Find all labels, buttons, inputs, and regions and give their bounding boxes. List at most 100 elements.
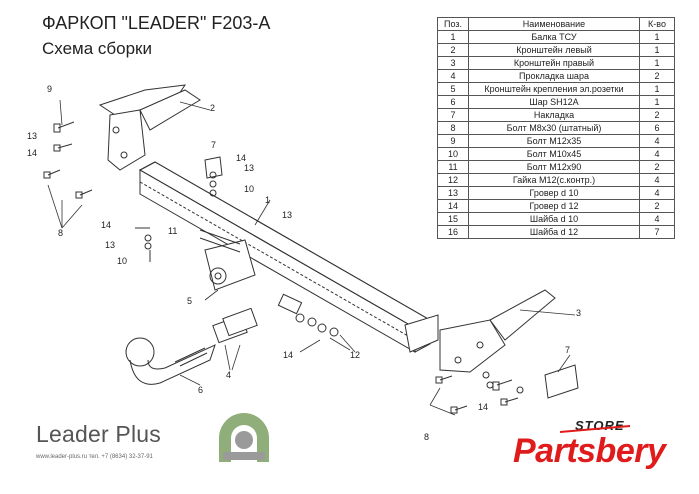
callout-14-bottom: 14 <box>283 350 294 360</box>
callout-1: 1 <box>265 195 271 205</box>
part-name: Болт М8х30 (штатный) <box>468 121 640 135</box>
callout-14-right: 14 <box>478 402 489 412</box>
cover-plate-left <box>204 156 223 179</box>
part-position: 16 <box>437 225 469 239</box>
page-title: ФАРКОП "LEADER" F203-A <box>42 13 271 33</box>
part-name: Шар SH12A <box>468 95 640 109</box>
part-name: Балка ТСУ <box>468 30 640 44</box>
part-quantity: 6 <box>639 121 675 135</box>
part-name: Прокладка шара <box>468 69 640 83</box>
part-position: 2 <box>437 43 469 57</box>
part-quantity: 4 <box>639 134 675 148</box>
part-name: Гайка М12(с.контр.) <box>468 173 640 187</box>
bolts-right <box>435 371 524 414</box>
part-name: Болт М12х35 <box>468 134 640 148</box>
part-quantity: 4 <box>639 186 675 200</box>
callout-5: 5 <box>187 296 193 306</box>
part-quantity: 4 <box>639 173 675 187</box>
callout-14-mid: 14 <box>101 220 112 230</box>
callout-11: 11 <box>168 226 178 236</box>
callout-13-left: 13 <box>27 131 38 141</box>
cover-plate-right <box>544 364 579 399</box>
part-name: Накладка <box>468 108 640 122</box>
part-position: 6 <box>437 95 469 109</box>
part-position: 10 <box>437 147 469 161</box>
store-name: Partsbery <box>513 432 666 470</box>
part-quantity: 1 <box>639 82 675 96</box>
tow-beam <box>138 161 432 353</box>
part-name: Болт М10х45 <box>468 147 640 161</box>
part-name: Шайба d 12 <box>468 225 640 239</box>
part-quantity: 2 <box>639 108 675 122</box>
ball-spacer-plates <box>212 307 258 344</box>
part-position: 8 <box>437 121 469 135</box>
store-underline-icon <box>560 425 630 433</box>
callout-10-top: 10 <box>244 184 255 194</box>
col-qty-header: К-во <box>639 17 675 31</box>
bolts-left <box>43 121 241 262</box>
right-bracket <box>404 289 556 373</box>
nuts-group <box>277 293 339 337</box>
part-name: Кронштейн крепления эл.розетки <box>468 82 640 96</box>
callout-13-center: 13 <box>282 210 293 220</box>
part-quantity: 1 <box>639 95 675 109</box>
part-position: 3 <box>437 56 469 70</box>
part-name: Болт М12х90 <box>468 160 640 174</box>
part-quantity: 4 <box>639 147 675 161</box>
part-position: 1 <box>437 30 469 44</box>
callout-3: 3 <box>576 308 582 318</box>
brand-contact: www.leader-plus.ru тел. +7 (8634) 32-37-… <box>36 454 153 460</box>
part-name: Кронштейн правый <box>468 56 640 70</box>
callout-7-right: 7 <box>565 345 571 355</box>
part-position: 14 <box>437 199 469 213</box>
part-name: Шайба d 10 <box>468 212 640 226</box>
callout-14-top: 14 <box>236 153 247 163</box>
callout-4: 4 <box>226 370 232 380</box>
part-position: 4 <box>437 69 469 83</box>
part-quantity: 2 <box>639 160 675 174</box>
part-quantity: 2 <box>639 199 675 213</box>
col-name-header: Наименование <box>468 17 640 31</box>
part-name: Гровер d 10 <box>468 186 640 200</box>
callout-13-mid: 13 <box>105 240 116 250</box>
brand-name: Leader Plus <box>36 421 161 447</box>
part-name: Гровер d 12 <box>468 199 640 213</box>
part-position: 12 <box>437 173 469 187</box>
parts-table-header: Поз. Наименование К-во <box>437 17 675 31</box>
part-position: 13 <box>437 186 469 200</box>
page-subtitle: Схема сборки <box>42 39 152 58</box>
left-bracket <box>98 84 201 171</box>
part-position: 9 <box>437 134 469 148</box>
callout-8-right: 8 <box>424 432 430 442</box>
callout-10-left: 10 <box>117 256 128 266</box>
part-quantity: 7 <box>639 225 675 239</box>
callout-7-left: 7 <box>211 140 217 150</box>
callout-9: 9 <box>47 84 53 94</box>
callout-2: 2 <box>210 103 216 113</box>
callout-13-top: 13 <box>244 163 255 173</box>
callout-6: 6 <box>198 385 204 395</box>
part-name: Кронштейн левый <box>468 43 640 57</box>
part-position: 11 <box>437 160 469 174</box>
part-quantity: 2 <box>639 69 675 83</box>
part-quantity: 1 <box>639 56 675 70</box>
part-position: 5 <box>437 82 469 96</box>
